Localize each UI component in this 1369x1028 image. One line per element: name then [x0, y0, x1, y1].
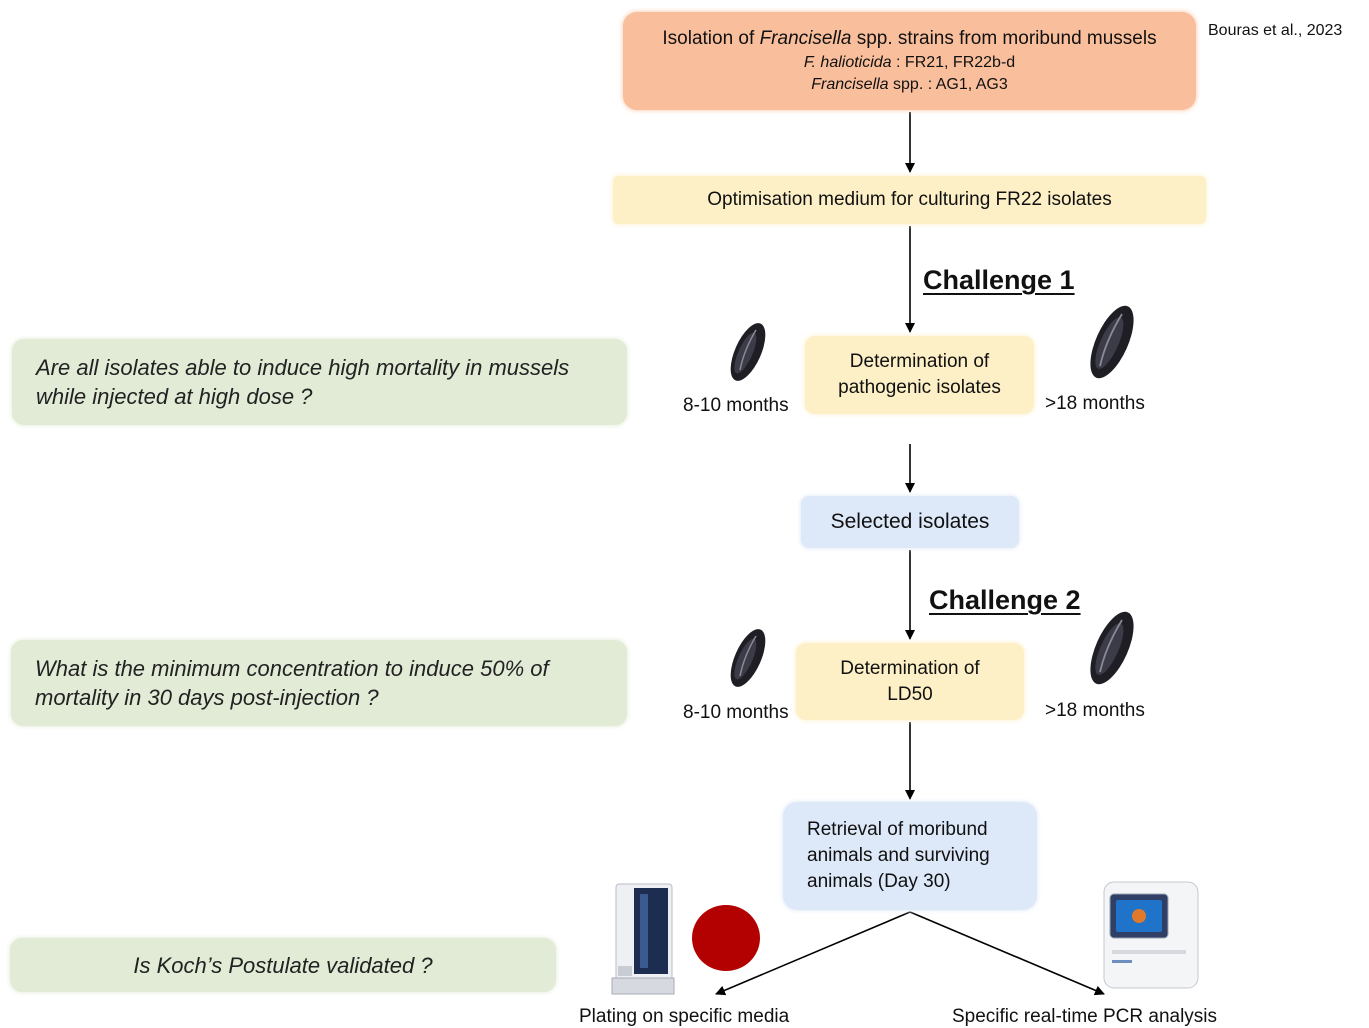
- selected-isolates-label: Selected isolates: [830, 510, 990, 533]
- plating-instrument-icon: [611, 883, 675, 995]
- isolation-box: Isolation of Francisella spp. strains fr…: [623, 12, 1196, 110]
- retrieval-box: Retrieval of moribund animals and surviv…: [783, 802, 1037, 910]
- pathogenic-box: Determination of pathogenic isolates: [805, 336, 1034, 414]
- selected-isolates-box: Selected isolates: [801, 496, 1019, 548]
- question-3-text: Is Koch’s Postulate validated ?: [133, 952, 433, 978]
- mussel-young-icon-challenge1: [730, 323, 766, 381]
- plating-caption: Plating on specific media: [579, 1006, 790, 1027]
- pcr-caption: Specific real-time PCR analysis: [952, 1006, 1218, 1027]
- challenge-1-heading: Challenge 1: [923, 265, 1075, 295]
- question-2-line-2: mortality in 30 days post-injection ?: [35, 685, 379, 710]
- question-1-line-2: while injected at high dose ?: [36, 384, 313, 409]
- optimisation-label: Optimisation medium for culturing FR22 i…: [707, 189, 1112, 210]
- arrow-retrieval-to-pcr: [909, 911, 1105, 996]
- mussel-old-icon-challenge2: [1090, 611, 1134, 685]
- question-ld50: What is the minimum concentration to ind…: [11, 640, 627, 726]
- pathogenic-line-1: Determination of: [849, 351, 990, 372]
- retrieval-line-3: animals (Day 30): [807, 871, 951, 892]
- ld50-box: Determination of LD50: [796, 643, 1024, 720]
- question-koch: Is Koch’s Postulate validated ?: [10, 938, 556, 992]
- question-high-mortality: Are all isolates able to induce high mor…: [12, 339, 627, 425]
- question-2-line-1: What is the minimum concentration to ind…: [35, 656, 549, 681]
- citation: Bouras et al., 2023: [1208, 22, 1343, 39]
- ld50-line-2: LD50: [887, 683, 933, 705]
- optimisation-box: Optimisation medium for culturing FR22 i…: [613, 176, 1206, 224]
- question-1-line-1: Are all isolates able to induce high mor…: [36, 355, 570, 380]
- mussel-old-icon-challenge1: [1090, 305, 1134, 379]
- isolation-title: Isolation of Francisella spp. strains fr…: [662, 28, 1157, 49]
- petri-dish-icon: [692, 905, 760, 971]
- retrieval-line-2: animals and surviving: [807, 845, 990, 866]
- ld50-line-1: Determination of: [840, 657, 980, 679]
- challenge-2-heading: Challenge 2: [929, 585, 1081, 615]
- age-old-challenge1: >18 months: [1045, 393, 1145, 414]
- mussel-young-icon-challenge2: [730, 629, 766, 687]
- pcr-machine-icon: [1103, 881, 1199, 989]
- isolation-strains-francisella: Francisella spp. : AG1, AG3: [811, 76, 1008, 93]
- pathogenic-line-2: pathogenic isolates: [838, 377, 1001, 398]
- retrieval-line-1: Retrieval of moribund: [807, 819, 988, 840]
- age-young-challenge2: 8-10 months: [683, 702, 789, 723]
- arrow-retrieval-to-plating: [715, 911, 911, 996]
- age-young-challenge1: 8-10 months: [683, 395, 789, 416]
- age-old-challenge2: >18 months: [1045, 700, 1145, 721]
- isolation-strains-halioticida: F. halioticida : FR21, FR22b-d: [803, 54, 1016, 71]
